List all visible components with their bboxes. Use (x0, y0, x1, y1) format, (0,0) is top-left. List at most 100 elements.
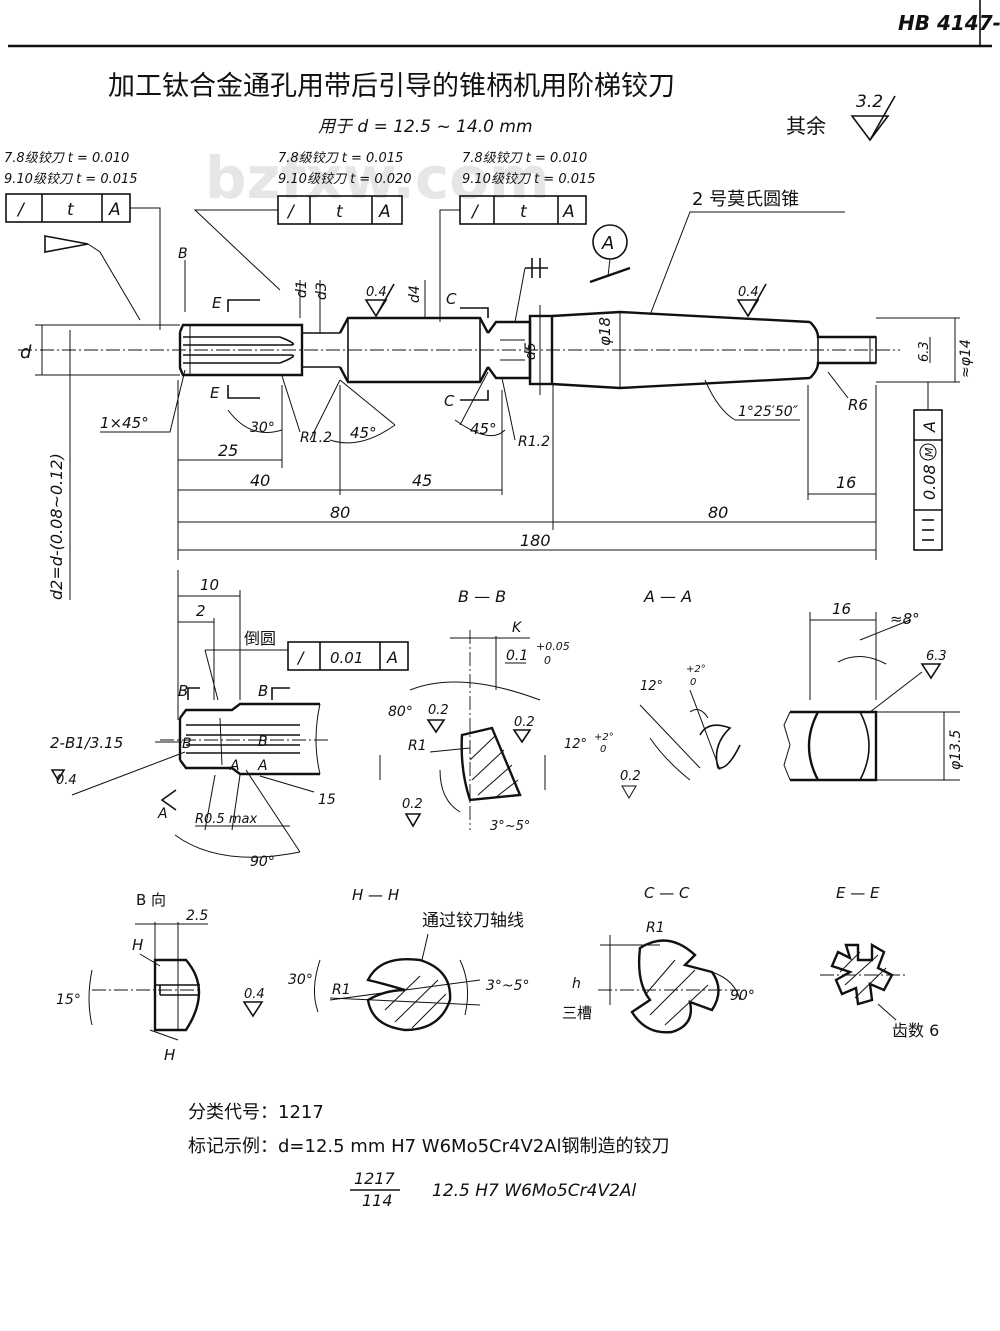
bb-rough-c: 0.2 (402, 797, 423, 812)
dim-10: 10 (200, 576, 219, 594)
dim-phi14: ≈φ14 (958, 339, 974, 378)
angle-30: 30° (250, 420, 275, 436)
section-aa-title: A — A (643, 587, 692, 606)
tolerance-frame-right: / t A (439, 195, 587, 322)
section-mark-e-top: E (212, 294, 222, 312)
tang-dim-16: 16 (832, 600, 851, 618)
dim-80-left: 80 (330, 503, 350, 522)
dim-25: 25 (218, 441, 238, 460)
dim-d-label: d (20, 342, 32, 363)
section-mark-b: B (178, 246, 188, 262)
surface-rest-value: 3.2 (856, 92, 883, 112)
tang-angle-8: ≈8° (890, 610, 920, 628)
svg-text:t: t (336, 202, 344, 222)
tol-note-left-2: 9.10级铰刀 t = 0.015 (4, 172, 138, 187)
angle-45-left: 45° (350, 424, 377, 442)
lead-r05max: R0.5 max (195, 812, 257, 827)
aa-rough-0-2: 0.2 (620, 769, 641, 784)
reamer-main-view (18, 310, 900, 390)
angle-45-right: 45° (470, 420, 497, 438)
svg-text:/: / (296, 648, 305, 667)
datum-a-marker: A (589, 224, 631, 284)
view-b-h-bottom: H (164, 1046, 175, 1064)
center-hole-label: 2-B1/3.15 (50, 734, 123, 752)
view-b-title: B 向 (136, 891, 166, 909)
bb-tol-base: 0.1 (506, 648, 528, 664)
dim-180: 180 (520, 531, 551, 550)
dim-phi18: φ18 (596, 317, 614, 346)
section-hh-title: H — H (352, 886, 399, 904)
bb-tol-upper: +0.05 (536, 640, 570, 653)
aa-angle-12: 12° (640, 679, 663, 694)
marking-fraction-top: 1217 (354, 1169, 396, 1188)
dim-45: 45 (412, 471, 432, 490)
view-b-h-top: H (132, 936, 143, 954)
lead-mark-b2: B (258, 682, 268, 700)
svg-text:M: M (923, 447, 936, 457)
dim-d2-formula: d2=d-(0.08~0.12) (47, 453, 66, 600)
svg-text:A: A (386, 648, 398, 667)
cc-h: h (572, 976, 581, 992)
svg-text:/: / (286, 202, 296, 222)
hh-rough-0-4: 0.4 (244, 987, 265, 1002)
svg-text:t: t (520, 202, 528, 222)
bb-rough-b: 0.2 (514, 715, 535, 730)
svg-text:/: / (16, 200, 26, 220)
section-cc-title: C — C (644, 884, 690, 902)
dim-2: 2 (196, 602, 206, 620)
view-b-dim-2-5: 2.5 (186, 908, 208, 924)
bb-angle-80: 80° (388, 704, 413, 720)
section-hh-note: 通过铰刀轴线 (422, 911, 524, 931)
tol-note-mid-1: 7.8级铰刀 t = 0.015 (278, 151, 403, 166)
ee-teeth-count: 齿数 6 (892, 1021, 939, 1040)
svg-text:t: t (67, 200, 75, 220)
bb-r1: R1 (408, 738, 427, 754)
dim-d3: d3 (314, 282, 330, 300)
lead-dim-15: 15 (318, 792, 336, 808)
lead-mark-a2: A (257, 758, 268, 774)
bb-tol-lower: 0 (544, 654, 551, 667)
dim-16: 16 (836, 473, 856, 492)
hh-angle-30: 30° (288, 972, 313, 988)
section-hh: H — H 通过铰刀轴线 0.4 30° R1 3°~5° (242, 886, 530, 1032)
section-cc: C — C R1 h 三槽 90° (562, 884, 755, 1034)
taper-label: 2 号莫氏圆锥 (692, 189, 799, 210)
dim-d4: d4 (407, 285, 423, 303)
section-ee-title: E — E (836, 884, 880, 902)
aa-angle-12-up: +2° (686, 664, 706, 675)
radius-r12-left: R1.2 (300, 430, 332, 446)
section-aa: A — A 12° +2° 0 0.2 (620, 587, 741, 799)
tol-note-right-1: 7.8级铰刀 t = 0.010 (462, 151, 587, 166)
bb-rough-a: 0.2 (428, 703, 449, 718)
svg-text:0.08: 0.08 (920, 464, 939, 500)
cc-angle-90: 90° (730, 988, 755, 1004)
tang-phi13-5: φ13.5 (948, 730, 964, 771)
section-bb: B — B K 0.1 +0.05 0 80° 0.2 0.2 R1 12° +… (379, 587, 614, 834)
tol-note-mid-2: 9.10级铰刀 t = 0.020 (278, 172, 412, 187)
cc-r1: R1 (646, 920, 665, 936)
svg-text:A: A (920, 421, 939, 433)
radius-r6: R6 (848, 396, 868, 414)
roughness-0-4-body: 0.4 (366, 285, 387, 300)
lead-mark-a1: A (229, 758, 240, 774)
page-title: 加工钛合金通孔用带后引导的锥柄机用阶梯铰刀 (108, 71, 675, 102)
roughness-0-4-taper: 0.4 (738, 285, 759, 300)
cc-groove: 三槽 (562, 1004, 592, 1022)
bb-angle-3-5: 3°~5° (490, 819, 530, 834)
lead-mark-b1: B (178, 682, 188, 700)
taper-angle: 1°25′50″ (738, 404, 799, 420)
aa-angle-12-low: 0 (690, 677, 696, 688)
hh-angle-3-5: 3°~5° (486, 978, 530, 994)
bb-angle-12-up: +2° (594, 732, 614, 743)
section-mark-c-top: C (446, 290, 457, 308)
svg-text:0.01: 0.01 (330, 649, 363, 667)
dim-6-3: 6.3 (917, 341, 932, 362)
detail-lead-end: 10 2 倒圆 / 0.01 A B B B B 2-B1/3.15 0.4 (50, 570, 409, 870)
watermark: bzfxw.com (205, 144, 550, 212)
section-mark-e-bottom: E (210, 384, 220, 402)
tol-note-right-2: 9.10级铰刀 t = 0.015 (462, 172, 596, 187)
lead-roughness-0-4: 0.4 (56, 773, 77, 788)
chamfer-round-label: 倒圆 (244, 629, 276, 648)
svg-text:A: A (378, 202, 391, 222)
standard-code: HB 4147- (898, 11, 1000, 35)
